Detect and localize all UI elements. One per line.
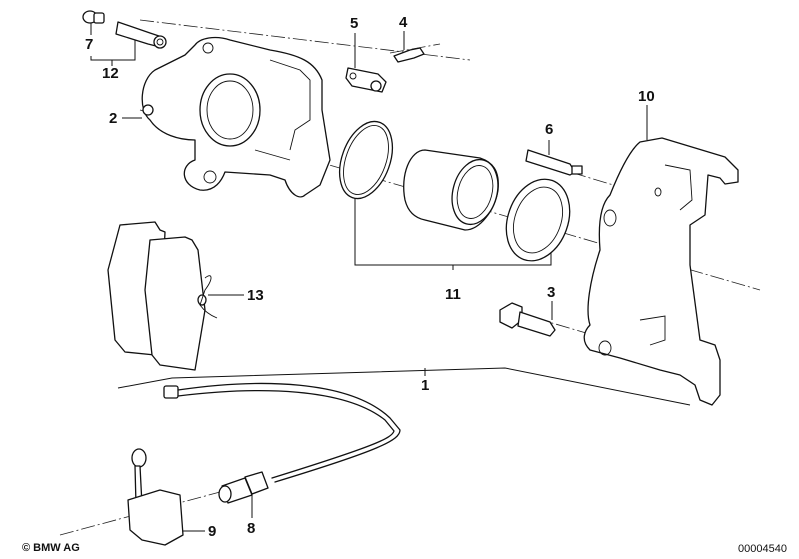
part-wear-sensor-wire <box>163 382 401 483</box>
part-dust-boot <box>505 178 571 262</box>
callout-7[interactable]: 7 <box>85 36 94 53</box>
part-clip <box>127 448 184 546</box>
callout-11[interactable]: 11 <box>445 286 461 303</box>
part-bleeder-valve <box>393 47 425 63</box>
callout-5[interactable]: 5 <box>350 15 359 32</box>
part-piston <box>403 149 499 231</box>
callout-9[interactable]: 9 <box>208 523 217 540</box>
part-caliper-housing <box>141 36 331 198</box>
copyright-text: © BMW AG <box>22 542 80 554</box>
leader-lines <box>90 23 691 532</box>
callout-6[interactable]: 6 <box>545 121 554 138</box>
diagram-id: 00004540 <box>738 543 787 555</box>
callout-2[interactable]: 2 <box>109 110 118 127</box>
part-guide-bolt <box>115 21 167 49</box>
part-seal-ring <box>338 120 394 200</box>
part-caliper-carrier <box>583 137 739 406</box>
callout-8[interactable]: 8 <box>247 520 256 537</box>
callout-4[interactable]: 4 <box>399 14 408 31</box>
part-guide-pin <box>525 149 583 176</box>
part-cap <box>82 10 105 24</box>
part-plate <box>345 67 387 93</box>
callout-10[interactable]: 10 <box>638 88 655 105</box>
part-bolt <box>499 302 556 337</box>
callout-12[interactable]: 12 <box>102 65 119 82</box>
part-plug <box>218 471 269 504</box>
part-brake-pads <box>107 221 218 371</box>
callout-13[interactable]: 13 <box>247 287 264 304</box>
callout-3[interactable]: 3 <box>547 284 556 301</box>
callout-1[interactable]: 1 <box>421 377 430 394</box>
